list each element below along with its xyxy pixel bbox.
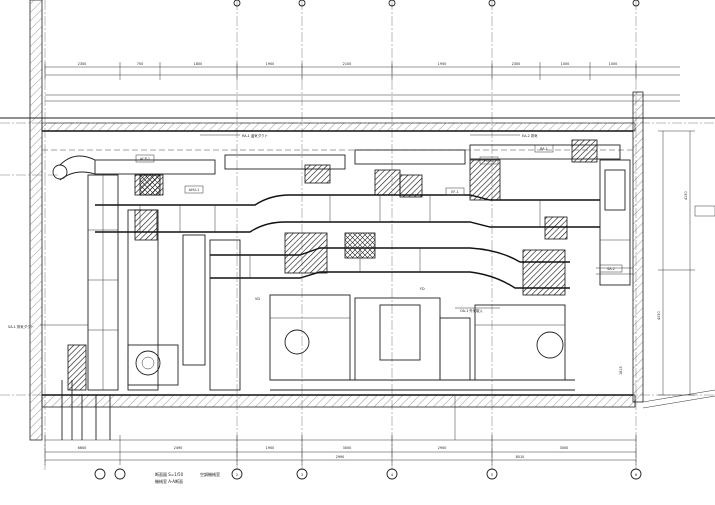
dim-top-3: 1800 (194, 62, 203, 66)
dim-top-4: 1900 (266, 62, 275, 66)
main-supply-duct (95, 194, 600, 233)
grid-markers-bottom: 2 3 4 5 6 (94, 468, 642, 480)
top-dimension-lines (44, 62, 680, 102)
equipment-tags: ACP-1 AHU-1 EF-1 FCU-1 RA-1 SA-2 VD FD (135, 144, 623, 301)
air-handling-units (269, 294, 566, 381)
tag-fcu1: FCU-1 (484, 159, 494, 163)
tag-sa2: SA-2 (607, 267, 615, 271)
callout-oa1: OA-1 外気取入 (460, 308, 483, 313)
right-dimensions: 4050 4150 1815 (619, 130, 715, 396)
callout-ra1: RA-1 還気ダクト (242, 133, 268, 138)
section-label-1: 断面図 S=1/50 (155, 471, 184, 477)
hatched-blocks (134, 139, 598, 296)
grid-markers-top (233, 0, 640, 7)
building-walls (29, 0, 715, 441)
riser-ducts (87, 174, 241, 391)
section-label-2: 機械室 A-A断面 (155, 478, 183, 484)
dim-total-1: 2990 (336, 455, 345, 459)
fan-unit (67, 344, 179, 391)
grid-label-3: 3 (301, 473, 303, 477)
section-labels: 断面図 S=1/50 機械室 A-A断面 空調機械室 (155, 471, 220, 484)
dim-bottom-6: 3000 (560, 446, 569, 450)
dim-height-2: 4150 (684, 191, 688, 200)
dim-total-2: 8010 (516, 455, 525, 459)
grid-label-2: 2 (236, 473, 238, 477)
upper-ducts (52, 144, 621, 181)
tag-acp1: ACP-1 (140, 157, 150, 161)
top-dimension-text: 2300 750 1800 1900 2100 1950 2300 1000 1… (78, 62, 618, 66)
dim-top-7: 2300 (512, 62, 521, 66)
pipe-stubs (61, 380, 456, 440)
callout-ea2: EA-2 排気 (522, 133, 538, 138)
return-duct (210, 247, 570, 289)
bottom-dimension-text: 6600 2490 1900 3000 2900 3000 2990 8010 (78, 446, 569, 459)
callout-notes: SA-1 排気ダクト RA-1 還気ダクト EA-2 排気 OA-1 外気取入 (8, 133, 538, 329)
tag-ahu1: AHU-1 (189, 188, 200, 192)
dim-top-6: 1950 (438, 62, 447, 66)
grid-label-6: 6 (635, 473, 637, 477)
dim-bottom-5: 2900 (438, 446, 447, 450)
tag-fd: FD (420, 287, 425, 291)
tag-ef1: EF-1 (451, 190, 458, 194)
dim-bottom-2: 2490 (174, 446, 183, 450)
dim-bottom-4: 3000 (343, 446, 352, 450)
dim-top-1: 2300 (78, 62, 87, 66)
tag-vd: VD (255, 297, 260, 301)
dim-top-8: 1000 (561, 62, 570, 66)
right-riser (596, 159, 633, 286)
dim-bottom-1: 6600 (78, 446, 87, 450)
dim-top-2: 750 (137, 62, 143, 66)
bottom-dimension-lines (44, 435, 637, 465)
dim-bottom-3: 1900 (266, 446, 275, 450)
dim-top-5: 2100 (343, 62, 352, 66)
grid-label-5: 5 (491, 473, 493, 477)
section-label-3: 空調機械室 (200, 471, 220, 477)
grid-label-4: 4 (391, 473, 393, 477)
dim-height-1: 4050 (657, 311, 661, 320)
dim-top-9: 1000 (609, 62, 618, 66)
callout-sa1: SA-1 排気ダクト (8, 324, 34, 329)
dim-height-3: 1815 (619, 366, 623, 375)
tag-ra1: RA-1 (540, 147, 548, 151)
